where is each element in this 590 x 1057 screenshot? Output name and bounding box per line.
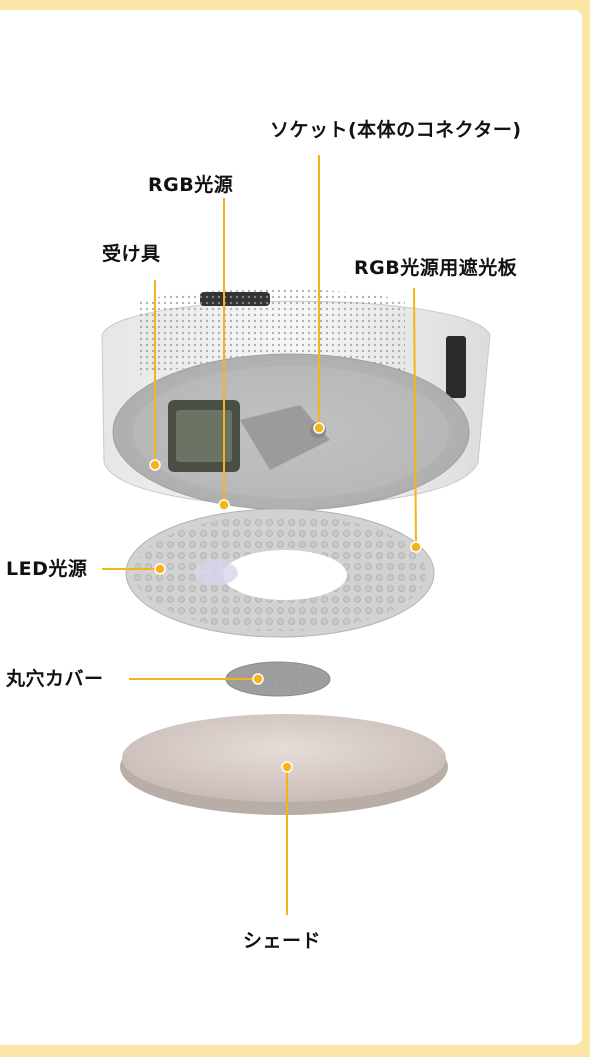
bracket-label: 受け具 bbox=[102, 243, 161, 265]
shade-label: シェード bbox=[243, 930, 322, 952]
round-cover-label: 丸穴カバー bbox=[6, 668, 104, 690]
main-body bbox=[101, 288, 491, 511]
led-light-board bbox=[125, 508, 435, 638]
socket-label: ソケット(本体のコネクター) bbox=[270, 119, 522, 141]
rgb-shield-leader-dot bbox=[410, 541, 422, 553]
led-light-leader-dot bbox=[154, 563, 166, 575]
rgb-shield-leader-line bbox=[413, 287, 417, 548]
bracket-leader-dot bbox=[149, 459, 161, 471]
socket-leader-dot bbox=[313, 422, 325, 434]
rgb-shield-label: RGB光源用遮光板 bbox=[354, 257, 518, 279]
shade-leader-dot bbox=[281, 761, 293, 773]
rgb-light-label: RGB光源 bbox=[148, 174, 234, 196]
round-cover-leader-dot bbox=[252, 673, 264, 685]
led-light-label: LED光源 bbox=[6, 558, 88, 580]
leader-lines bbox=[102, 155, 417, 915]
rgb-light-leader-dot bbox=[218, 499, 230, 511]
